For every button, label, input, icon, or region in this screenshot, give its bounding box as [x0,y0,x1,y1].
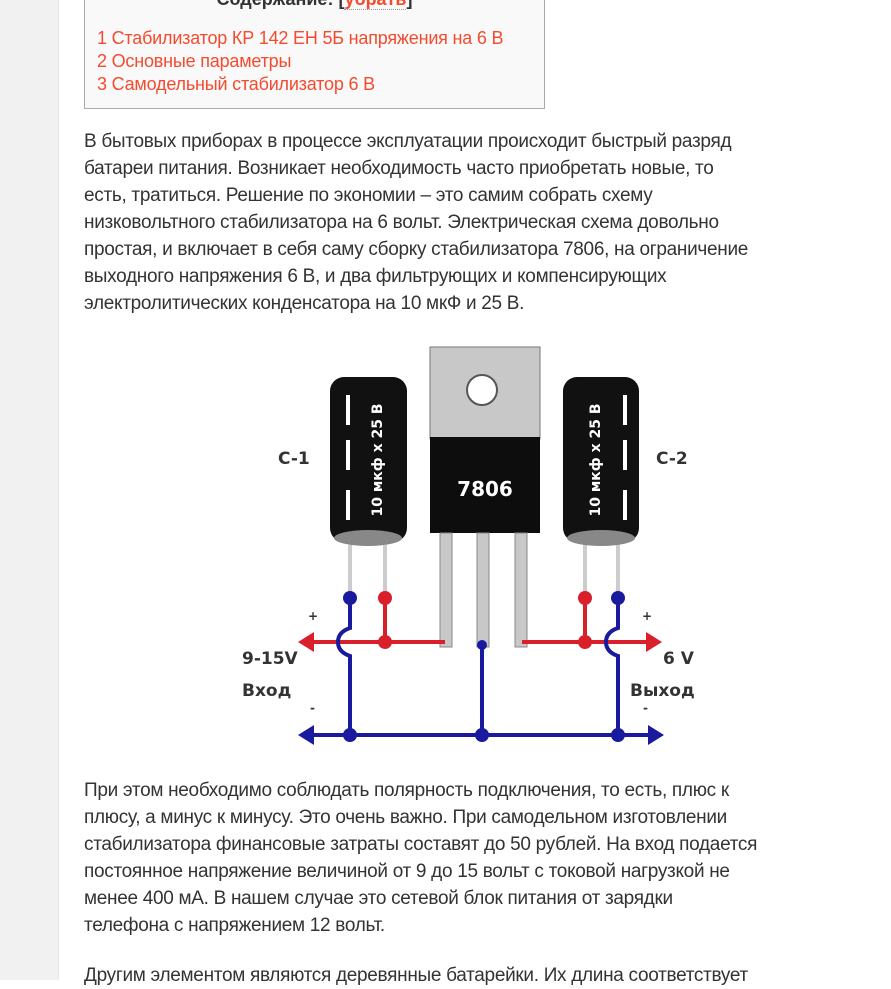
toc-item-3[interactable]: 3 Самодельный стабилизатор 6 В [97,74,375,94]
regulator-label: 7806 [457,477,513,501]
text-line: простая, и включает в себя саму сборку с… [84,239,749,260]
text-line: постоянное напряжение величиной от 9 до … [84,861,730,882]
c2-label: C-2 [656,449,688,469]
paragraph-polarity: При этом необходимо соблюдать полярность… [84,777,757,939]
text-line: При этом необходимо соблюдать полярность… [84,780,729,801]
text-line: плюсу, а минус к минусу. Это очень важно… [84,807,727,828]
toc-title: Содержание: [убрать] [85,0,544,10]
output-voltage-label: 6 V [663,649,695,669]
text-line: есть, тратиться. Решение по экономии – э… [84,185,653,206]
circuit-diagram: 7806 10 мкф х 25 В 10 мкф х 25 В [242,346,695,745]
text-line: телефона с напряжением 12 вольт. [84,915,385,936]
text-line: менее 400 мА. В нашем случае это сетевой… [84,888,673,909]
text-line: низковольтного стабилизатора на 6 вольт.… [84,212,719,233]
text-line: Другим элементом являются деревянные бат… [84,965,748,986]
c2-marking: 10 мкф х 25 В [588,404,604,517]
capacitor-c1: 10 мкф х 25 В [330,377,407,598]
toc-title-text: Содержание: [217,0,334,9]
text-line: стабилизатора финансовые затраты составя… [84,834,758,855]
text-line: батареи питания. Возникает необходимость… [84,158,714,179]
input-plus-sign: + [308,609,318,623]
toc-hide-link[interactable]: убрать [344,0,407,10]
paragraph-batteries: Другим элементом являются деревянные бат… [84,962,748,989]
left-sidebar-strip [0,0,59,980]
toc-item-1[interactable]: 1 Стабилизатор КР 142 ЕН 5Б напряжения н… [97,28,504,48]
capacitor-c2: 10 мкф х 25 В [563,377,639,598]
output-label: Выход [630,681,695,701]
input-voltage-label: 9-15V [242,649,299,669]
table-of-contents: Содержание: [убрать] 1 Стабилизатор КР 1… [84,0,545,109]
text-line: электролитических конденсатора на 10 мкФ… [84,293,525,314]
output-plus-sign: + [642,609,652,623]
negative-wires [298,591,664,745]
c1-marking: 10 мкф х 25 В [370,404,386,517]
output-minus-sign: - [643,701,648,715]
c1-label: C-1 [278,449,310,469]
regulator-7806: 7806 [429,346,541,648]
paragraph-intro: В бытовых приборах в процессе эксплуатац… [84,128,748,317]
toc-item-2[interactable]: 2 Основные параметры [97,51,292,71]
positive-wires [298,591,662,652]
text-line: выходного напряжения 6 В, и два фильтрую… [84,266,667,287]
mounting-hole [466,374,498,406]
text-line: В бытовых приборах в процессе эксплуатац… [84,131,732,152]
input-minus-sign: - [310,701,315,715]
input-label: Вход [242,681,291,701]
